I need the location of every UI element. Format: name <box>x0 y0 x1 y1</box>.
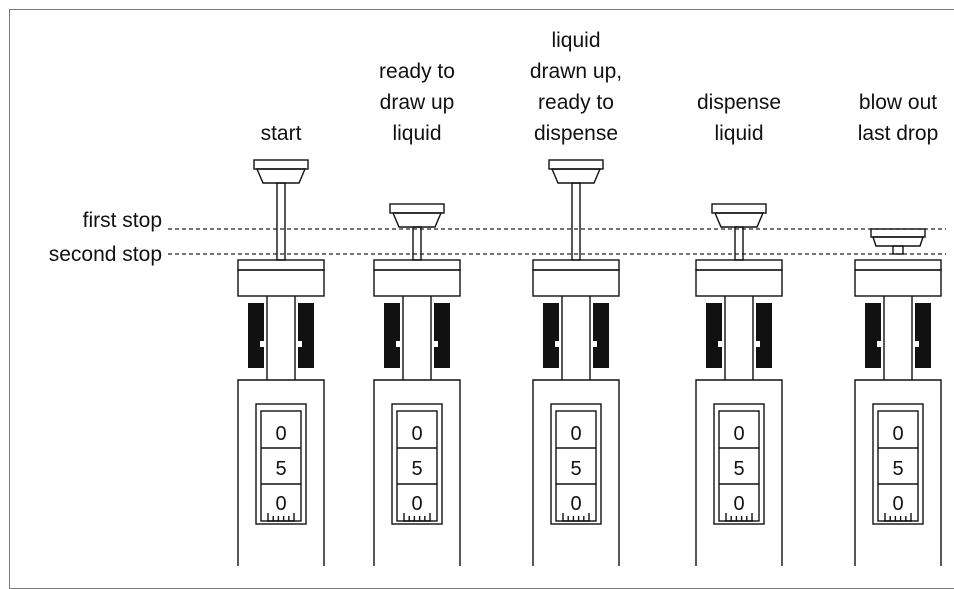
right-grip-block <box>298 303 314 368</box>
caption-line: draw up <box>380 91 455 114</box>
left-grip-block <box>706 303 722 368</box>
caption-line: liquid <box>551 29 600 52</box>
volume-digit: 0 <box>733 423 744 445</box>
right-grip-block <box>756 303 772 368</box>
volume-digit: 5 <box>892 458 903 480</box>
pipette-body <box>237 379 325 566</box>
plunger-knob-cap <box>870 228 926 238</box>
left-grip-block <box>543 303 559 368</box>
caption-line: last drop <box>858 122 939 145</box>
pipette-drawn-up: liquid drawn up, ready to dispense 0 5 0 <box>530 29 622 566</box>
caption-line: liquid <box>392 122 441 145</box>
caption-line: start <box>261 122 302 145</box>
left-grip-block <box>384 303 400 368</box>
plunger-knob-body <box>391 212 443 228</box>
pipette-start: start 0 5 0 <box>237 122 325 566</box>
volume-digit: 0 <box>275 493 286 515</box>
pipette-collar-base <box>373 269 461 297</box>
volume-digit: 0 <box>892 423 903 445</box>
volume-digit: 0 <box>411 423 422 445</box>
plunger-rod <box>892 245 904 255</box>
volume-digit: 0 <box>733 493 744 515</box>
caption-line: ready to <box>538 91 614 114</box>
caption-line: liquid <box>714 122 763 145</box>
pipette-collar <box>854 259 942 271</box>
volume-window-outer <box>391 403 443 525</box>
plunger-knob-cap <box>548 159 604 170</box>
plunger-knob-body <box>713 212 765 228</box>
caption-line: ready to <box>379 60 455 83</box>
second-stop-label: second stop <box>49 243 162 266</box>
pipette-collar-base <box>854 269 942 297</box>
plunger-knob-body <box>550 168 602 184</box>
pipette-collar <box>237 259 325 271</box>
volume-digit: 0 <box>411 493 422 515</box>
caption-line: dispense <box>697 91 781 114</box>
pipette-collar <box>373 259 461 271</box>
pipette-collar <box>695 259 783 271</box>
left-grip-block <box>865 303 881 368</box>
volume-digit: 5 <box>570 458 581 480</box>
caption-line: drawn up, <box>530 60 622 83</box>
volume-window-outer <box>255 403 307 525</box>
plunger-knob-cap <box>711 203 767 214</box>
pipette-ready-to-draw: ready to draw up liquid 0 5 0 <box>373 60 461 566</box>
pipette-body <box>695 379 783 566</box>
volume-digit: 5 <box>733 458 744 480</box>
pipette-collar-base <box>237 269 325 297</box>
plunger-rod <box>734 226 744 261</box>
volume-digit: 0 <box>275 423 286 445</box>
pipette-collar-base <box>695 269 783 297</box>
pipette-collar-base <box>532 269 620 297</box>
plunger-knob-body <box>872 236 924 247</box>
pipette-body <box>532 379 620 566</box>
volume-window-outer <box>872 403 924 525</box>
left-grip-block <box>248 303 264 368</box>
volume-digit: 5 <box>411 458 422 480</box>
pipette-body <box>854 379 942 566</box>
plunger-rod <box>571 182 581 261</box>
plunger-knob-body <box>255 168 307 184</box>
right-grip-block <box>593 303 609 368</box>
right-grip-block <box>915 303 931 368</box>
pipette-blow-out: blow out last drop 0 5 0 <box>854 91 942 566</box>
pipette-dispense: dispense liquid 0 5 0 <box>695 91 783 566</box>
plunger-rod <box>276 182 286 261</box>
pipette-collar <box>532 259 620 271</box>
plunger-rod <box>412 226 422 261</box>
volume-window-outer <box>713 403 765 525</box>
volume-digit: 0 <box>570 423 581 445</box>
volume-digit: 0 <box>892 493 903 515</box>
caption-line: blow out <box>859 91 937 114</box>
pipette-body <box>373 379 461 566</box>
right-grip-block <box>434 303 450 368</box>
volume-digit: 5 <box>275 458 286 480</box>
volume-digit: 0 <box>570 493 581 515</box>
plunger-knob-cap <box>253 159 309 170</box>
caption-line: dispense <box>534 122 618 145</box>
volume-window-outer <box>550 403 602 525</box>
first-stop-label: first stop <box>83 209 162 232</box>
plunger-knob-cap <box>389 203 445 214</box>
